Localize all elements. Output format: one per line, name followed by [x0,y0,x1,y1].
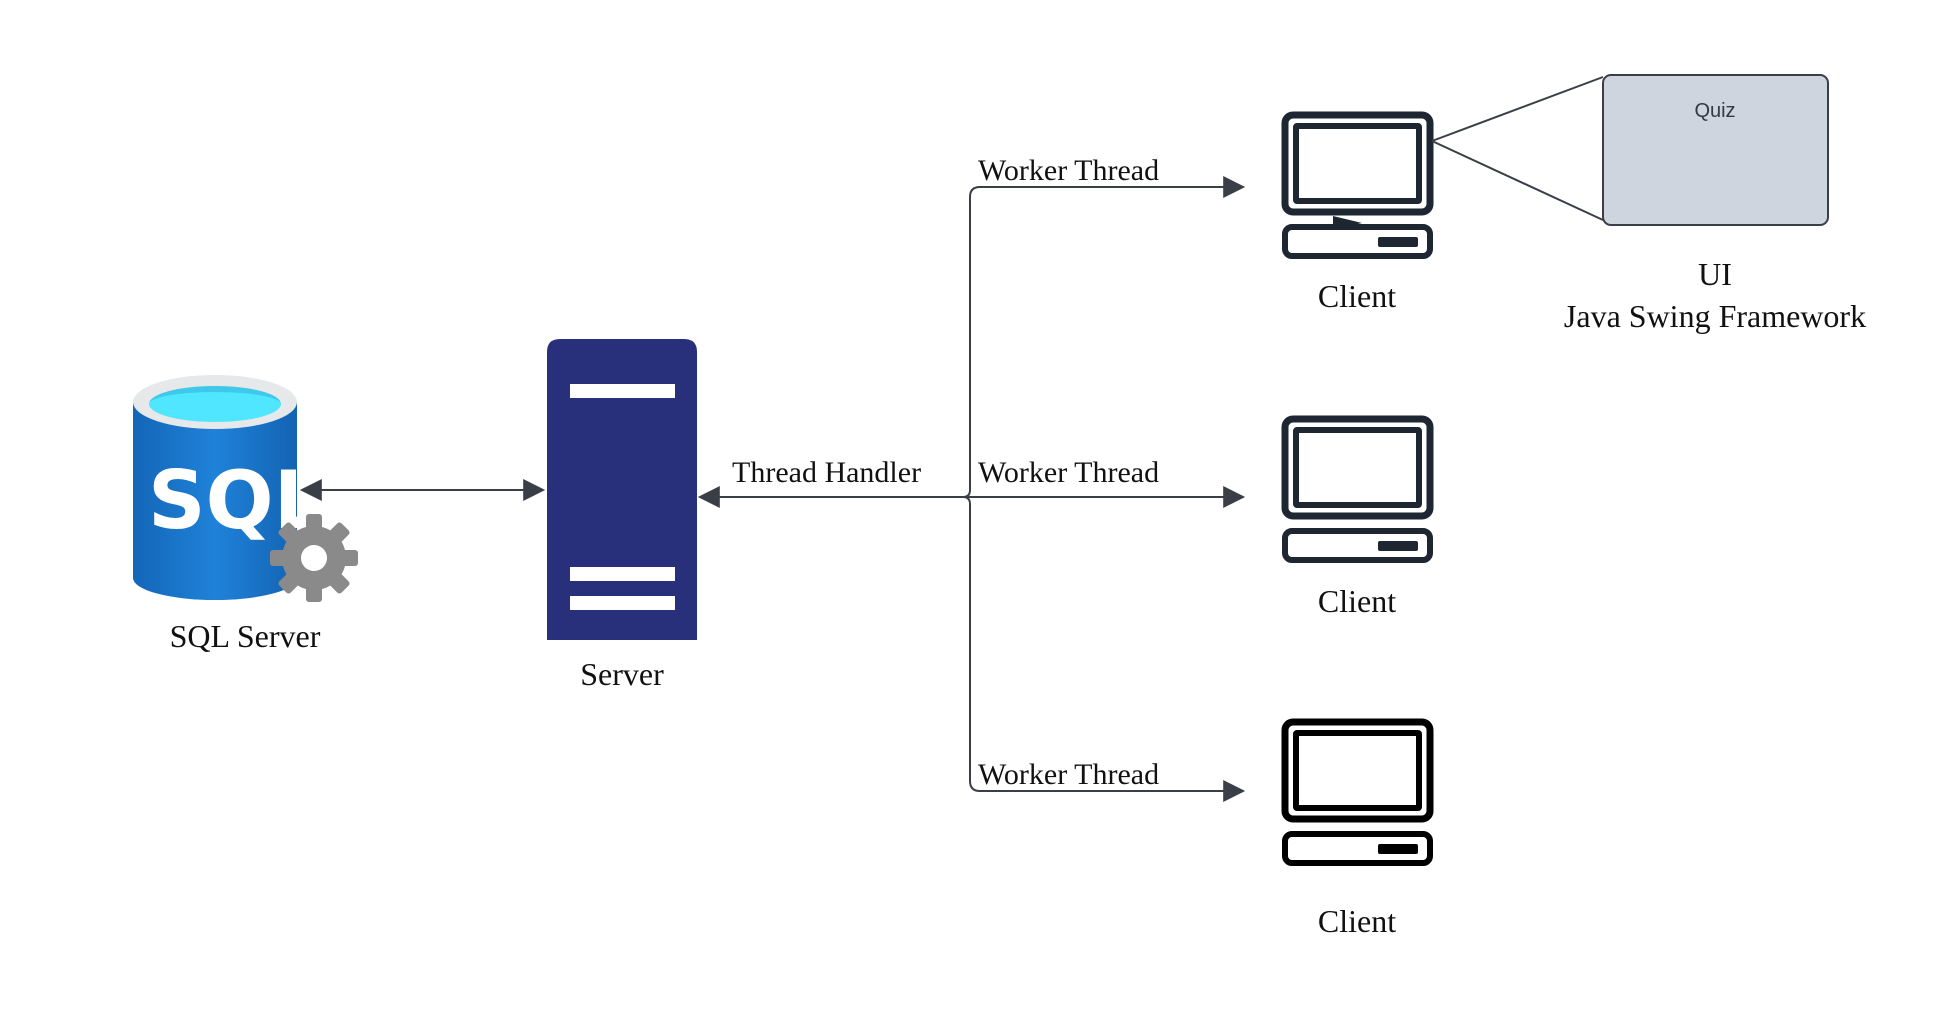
sql-server-label: SQL Server [170,618,321,654]
worker-thread-connector-1 [962,176,1246,498]
thread-handler-label: Thread Handler [732,456,921,489]
worker-thread-label-1: Worker Thread [978,154,1159,187]
client-label-2: Client [1318,583,1396,619]
desktop-computer-icon [1281,111,1434,259]
gear-icon [270,514,358,602]
client-label-3: Client [1318,903,1396,939]
ui-caption-line2: Java Swing Framework [1564,298,1866,334]
desktop-computer-icon [1281,718,1434,866]
ui-callout-line-top [1431,76,1604,142]
worker-thread-label-3: Worker Thread [978,758,1159,791]
ui-caption-line1: UI [1698,256,1732,292]
worker-thread-label-2: Worker Thread [978,456,1159,489]
worker-thread-connector-3 [962,496,1246,802]
client-label-1: Client [1318,278,1396,314]
ui-callout-line-bottom [1431,140,1604,221]
server-label: Server [580,656,664,692]
ui-window-box: Quiz [1602,74,1829,226]
ui-window-title: Quiz [1694,100,1735,122]
desktop-computer-icon [1281,415,1434,563]
server-tower-icon [547,339,697,640]
